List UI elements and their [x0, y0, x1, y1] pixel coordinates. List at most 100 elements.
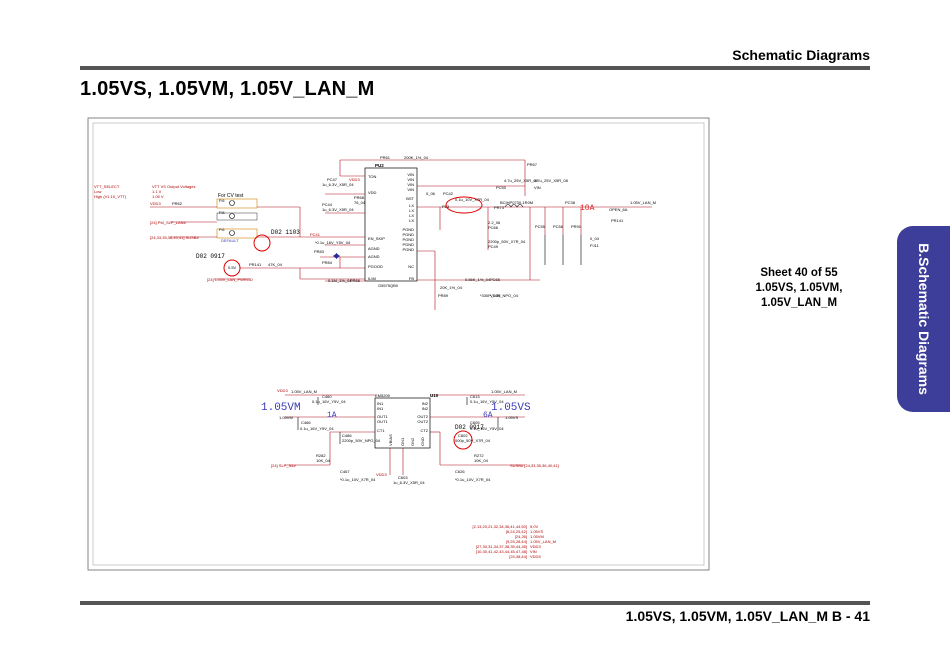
- svg-text:PC65: PC65: [490, 277, 501, 282]
- svg-text:PR89: PR89: [438, 293, 449, 298]
- svg-text:PC47: PC47: [327, 177, 338, 182]
- svg-text:VIN: VIN: [407, 182, 414, 187]
- rail-1.05vm: 1.05VM: [261, 402, 301, 414]
- svg-text:PGND: PGND: [402, 232, 414, 237]
- pj-label-3: P.6: [219, 227, 225, 232]
- review-circle-1103: [253, 234, 271, 252]
- svg-text:IN1: IN1: [377, 401, 384, 406]
- cv-test-box-2: [216, 212, 258, 221]
- svg-text:C466: C466: [301, 420, 311, 425]
- svg-text:0.1u_16V_Y5V_04: 0.1u_16V_Y5V_04: [470, 399, 504, 404]
- section-side-tab[interactable]: B.Schematic Diagrams: [897, 226, 950, 412]
- svg-text:PGND: PGND: [402, 227, 414, 232]
- u10-left-pins: IN1 IN1 OUT1 OUT1 CT1: [377, 401, 388, 433]
- svg-text:0.1u_16V_Y5V_04: 0.1u_16V_Y5V_04: [312, 399, 346, 404]
- svg-text:EN_SKIP: EN_SKIP: [368, 236, 385, 241]
- svg-text:OUT1: OUT1: [377, 419, 388, 424]
- svg-text:VIN: VIN: [534, 185, 541, 190]
- svg-text:0.1u_16V_Y5V_04: 0.1u_16V_Y5V_04: [300, 426, 334, 431]
- svg-text:LX: LX: [409, 213, 414, 218]
- schematic-inner-frame: [92, 122, 705, 566]
- svg-text:1u_6.3V_X5R_04: 1u_6.3V_X5R_04: [322, 182, 354, 187]
- svg-text:OPEN_6A: OPEN_6A: [609, 207, 628, 212]
- svg-text:*0.1u_10V_X7R_04: *0.1u_10V_X7R_04: [340, 477, 376, 482]
- sheet-info-line3: 1.05V_LAN_M: [760, 297, 838, 309]
- svg-text:IN2: IN2: [422, 406, 429, 411]
- svg-text:PR84: PR84: [322, 260, 333, 265]
- vtt-select-high: High (V1.10_VTT): [94, 194, 127, 199]
- svg-text:PR67: PR67: [527, 162, 538, 167]
- svg-text:LX: LX: [409, 203, 414, 208]
- svg-text:[24,38,44]: [24,38,44]: [509, 554, 527, 559]
- svg-text:VIN: VIN: [530, 549, 537, 554]
- svg-text:[27,30,31,34,37,38,39,44,45]: [27,30,31,34,37,38,39,44,45]: [476, 544, 527, 549]
- svg-text:PR68: PR68: [354, 195, 365, 200]
- pu2-part: G5575QB0: [378, 283, 399, 288]
- svg-text:VIN: VIN: [407, 177, 414, 182]
- svg-text:C626: C626: [455, 469, 465, 474]
- pj-label-1: P.6: [219, 198, 225, 203]
- footer-title: 1.05VS, 1.05VM, 1.05V_LAN_M B - 41: [625, 608, 870, 624]
- svg-text:CT2: CT2: [420, 428, 428, 433]
- bottom-capacitors: [297, 397, 499, 444]
- svg-text:PC49: PC49: [488, 244, 499, 249]
- svg-text:ILIM: ILIM: [368, 276, 376, 281]
- u10-mid-pins: VBIAS ON1 ON2 GND: [388, 434, 425, 446]
- header-rule: [80, 66, 870, 70]
- svg-text:OUT2: OUT2: [417, 414, 428, 419]
- svg-text:PJ11: PJ11: [590, 243, 600, 248]
- svg-text:C605: C605: [470, 420, 480, 425]
- svg-text:AGND: AGND: [368, 254, 380, 259]
- svg-text:[6,24,25,42]: [6,24,25,42]: [506, 529, 527, 534]
- rail-label-bottom-left: 1.05V_LAN_M: [291, 389, 317, 394]
- pr141-value: 47K_04: [268, 262, 283, 267]
- svg-text:VIN: VIN: [407, 187, 414, 192]
- vtt-vs-v2: 1.05 V: [152, 194, 164, 199]
- cv-test-box-3: [216, 228, 258, 239]
- svg-text:200K_1%_04: 200K_1%_04: [404, 155, 429, 160]
- svg-text:PC50: PC50: [496, 185, 507, 190]
- svg-text:10K_04: 10K_04: [474, 458, 489, 463]
- svg-text:PR61: PR61: [380, 155, 391, 160]
- svg-text:VDD: VDD: [368, 190, 377, 195]
- pu2-right-pins: VIN VIN VIN VIN BST LX LX LX LX PGND PGN…: [402, 172, 414, 281]
- svg-text:BST: BST: [406, 196, 414, 201]
- svg-text:1.05VM: 1.05VM: [530, 534, 544, 539]
- svg-text:[2,13,20,21,32,34,36,41,44,50]: [2,13,20,21,32,34,36,41,44,50]: [473, 524, 528, 529]
- svg-text:VDD3: VDD3: [530, 544, 541, 549]
- svg-text:PR73: PR73: [494, 205, 505, 210]
- svg-text:0.1M_1%_04: 0.1M_1%_04: [328, 278, 352, 283]
- svg-text:PR66: PR66: [350, 278, 361, 283]
- svg-text:0.1u_16V_Y5V_04: 0.1u_16V_Y5V_04: [470, 426, 504, 431]
- svg-text:BCIHP0730-1R0M: BCIHP0730-1R0M: [500, 200, 533, 205]
- svg-text:PGND: PGND: [402, 237, 414, 242]
- svg-text:C486: C486: [342, 433, 352, 438]
- u10-right-pins: IN2 IN2 OUT2 OUT2 CT2: [417, 401, 428, 433]
- vtt-select-low: Low: [94, 189, 101, 194]
- svg-text:C467: C467: [340, 469, 350, 474]
- svg-text:1u_6.3V_X5R_04: 1u_6.3V_X5R_04: [393, 480, 425, 485]
- svg-text:TON: TON: [368, 174, 376, 179]
- svg-text:PGND: PGND: [402, 247, 414, 252]
- sheet-info: Sheet 40 of 55 1.05VS, 1.05VM, 1.05V_LAN…: [740, 266, 858, 311]
- svg-text:V1.05: V1.05: [490, 293, 501, 298]
- output-capacitors: [544, 207, 582, 265]
- svg-text:C460: C460: [322, 394, 332, 399]
- svg-text:0_06: 0_06: [426, 191, 436, 196]
- svg-text:PC38: PC38: [565, 200, 576, 205]
- svg-text:[10,30,41,42,43,44,45,47,48]: [10,30,41,42,43,44,45,47,48]: [476, 549, 527, 554]
- pr141-label: PR141: [249, 262, 262, 267]
- current-top: 10A: [580, 204, 595, 213]
- svg-text:AGND: AGND: [368, 246, 380, 251]
- pu2-left-pins: TON VDD EN_SKIP AGND AGND PGOOD ILIM: [368, 174, 385, 281]
- svg-text:VBIAS: VBIAS: [388, 434, 393, 446]
- note-d02-1103: D02 1103: [271, 229, 300, 236]
- svg-text:FB: FB: [409, 276, 414, 281]
- cv-test-box-1: [216, 198, 258, 209]
- svg-text:C603: C603: [398, 475, 408, 480]
- top-component-labels: PR61 200K_1%_04 PC47 1u_6.3V_X5R_04 VDD3…: [310, 155, 628, 298]
- svg-text:PC55: PC55: [535, 224, 546, 229]
- note-d02-0917-top: D02 0917: [196, 253, 225, 260]
- svg-text:[24,26]: [24,26]: [515, 534, 527, 539]
